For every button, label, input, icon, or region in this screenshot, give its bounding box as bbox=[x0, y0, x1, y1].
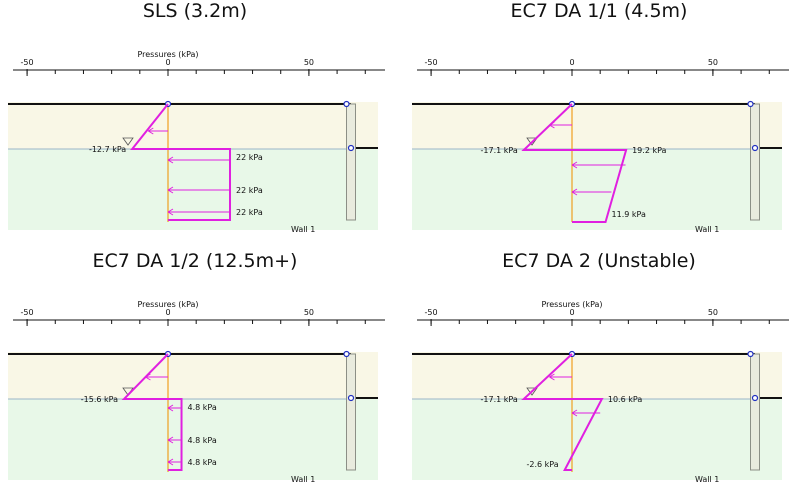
panel-title: EC7 DA 2 (Unstable) bbox=[502, 250, 696, 272]
lower-soil-layer bbox=[8, 399, 378, 480]
wall-top-node bbox=[747, 350, 754, 358]
pressure-arrowhead bbox=[549, 121, 555, 129]
lower-soil-layer bbox=[412, 399, 782, 480]
pressure-diagram-ec7-da1-2: -50 0 50 Pressures (kPa) -15.6 kPa 4.8 kPa 4.8… bbox=[8, 300, 385, 484]
active-pressure-wedge bbox=[130, 103, 169, 150]
lower-soil-layer bbox=[412, 149, 782, 230]
x-tick-label: 50 bbox=[708, 308, 718, 317]
x-tick-label: 0 bbox=[569, 308, 574, 317]
pressure-value-label: -2.6 kPa bbox=[527, 460, 559, 469]
upper-soil-layer bbox=[412, 102, 782, 149]
retaining-wall bbox=[346, 103, 356, 221]
passive-pressure-shape bbox=[168, 148, 231, 221]
x-tick-label: 50 bbox=[304, 58, 314, 67]
active-pressure-wedge bbox=[521, 103, 573, 151]
panel-title: EC7 DA 1/1 (4.5m) bbox=[510, 0, 688, 22]
water-table-symbol bbox=[526, 137, 538, 146]
panel-sls: SLS (3.2m) -50 0 50 Pressures (kPa) -12.7 kP… bbox=[0, 0, 390, 240]
wall-caption: Wall 1 bbox=[695, 475, 719, 484]
pressure-arrowhead bbox=[571, 161, 578, 169]
excavation-node bbox=[347, 144, 355, 152]
excavation-node bbox=[751, 394, 759, 402]
pressure-value-label: -12.7 kPa bbox=[89, 145, 126, 154]
x-axis-label: Pressures (kPa) bbox=[137, 300, 198, 309]
pressure-arrowhead bbox=[571, 188, 578, 196]
pressure-value-label: 22 kPa bbox=[236, 153, 263, 162]
pressure-value-label: -15.6 kPa bbox=[81, 395, 118, 404]
upper-soil-layer bbox=[412, 352, 782, 399]
panel-title: EC7 DA 1/2 (12.5m+) bbox=[92, 250, 298, 272]
pressure-arrowhead bbox=[167, 186, 174, 194]
x-tick-label: -50 bbox=[425, 58, 438, 67]
pressure-arrowhead bbox=[167, 156, 174, 164]
upper-soil-layer bbox=[8, 102, 378, 149]
x-tick-label: 0 bbox=[165, 308, 170, 317]
water-table-symbol bbox=[526, 387, 538, 396]
pressure-value-label: 4.8 kPa bbox=[188, 458, 217, 467]
passive-pressure-shape bbox=[563, 398, 604, 471]
x-tick-label: 50 bbox=[304, 308, 314, 317]
excavation-node bbox=[347, 394, 355, 402]
retaining-wall bbox=[346, 353, 356, 471]
wall-top-node bbox=[343, 350, 350, 358]
pressure-arrowhead bbox=[148, 127, 154, 135]
pressure-diagram-sls: -50 0 50 Pressures (kPa) -12.7 kPa 22 kPa 22 k… bbox=[8, 50, 385, 234]
pressure-arrowhead bbox=[549, 373, 555, 381]
excavation-node bbox=[751, 144, 759, 152]
pressure-arrowhead bbox=[571, 409, 578, 417]
wall-caption: Wall 1 bbox=[695, 225, 719, 234]
pressure-value-label: 10.6 kPa bbox=[608, 395, 642, 404]
x-tick-label: 0 bbox=[569, 58, 574, 67]
x-axis-label: Pressures (kPa) bbox=[137, 50, 198, 59]
x-tick-label: 0 bbox=[165, 58, 170, 67]
water-table-symbol bbox=[122, 137, 134, 146]
retaining-wall bbox=[750, 103, 760, 221]
upper-soil-layer bbox=[8, 352, 378, 399]
wall-caption: Wall 1 bbox=[291, 225, 315, 234]
wall-top-node bbox=[747, 100, 754, 108]
pressure-value-label: -17.1 kPa bbox=[481, 146, 518, 155]
pressure-value-label: -17.1 kPa bbox=[481, 395, 518, 404]
panel-ec7-da1-1: EC7 DA 1/1 (4.5m) -50 0 50 -17.1 kPa 19.2 kP… bbox=[404, 0, 794, 240]
x-tick-label: -50 bbox=[21, 58, 34, 67]
pressure-value-label: 22 kPa bbox=[236, 208, 263, 217]
panel-title: SLS (3.2m) bbox=[142, 0, 248, 22]
x-tick-label: -50 bbox=[21, 308, 34, 317]
wall-caption: Wall 1 bbox=[291, 475, 315, 484]
panel-ec7-da2: EC7 DA 2 (Unstable) -50 0 50 Pressures (kPa… bbox=[404, 250, 794, 490]
x-axis-label: Pressures (kPa) bbox=[541, 300, 602, 309]
pressure-arrowhead bbox=[167, 458, 174, 466]
wall-top-node bbox=[343, 100, 350, 108]
pressure-value-label: 4.8 kPa bbox=[188, 436, 217, 445]
passive-pressure-shape bbox=[168, 398, 183, 471]
panel-ec7-da1-2: EC7 DA 1/2 (12.5m+) -50 0 50 Pressures (kPa… bbox=[0, 250, 390, 490]
pressure-diagram-ec7-da2: -50 0 50 Pressures (kPa) -17.1 kPa 10.6 kPa -2… bbox=[412, 300, 789, 484]
active-pressure-wedge bbox=[121, 353, 169, 400]
pressure-arrowhead bbox=[145, 373, 151, 381]
x-tick-label: -50 bbox=[425, 308, 438, 317]
pressure-value-label: 19.2 kPa bbox=[632, 146, 666, 155]
x-tick-label: 50 bbox=[708, 58, 718, 67]
retaining-wall bbox=[750, 353, 760, 471]
pressure-value-label: 11.9 kPa bbox=[612, 210, 646, 219]
pressure-arrowhead bbox=[167, 208, 174, 216]
pressure-arrowhead bbox=[167, 404, 174, 412]
pressure-value-label: 22 kPa bbox=[236, 186, 263, 195]
pressure-value-label: 4.8 kPa bbox=[188, 403, 217, 412]
passive-pressure-shape bbox=[572, 149, 628, 223]
active-pressure-wedge bbox=[521, 353, 573, 400]
pressure-arrowhead bbox=[167, 436, 174, 444]
